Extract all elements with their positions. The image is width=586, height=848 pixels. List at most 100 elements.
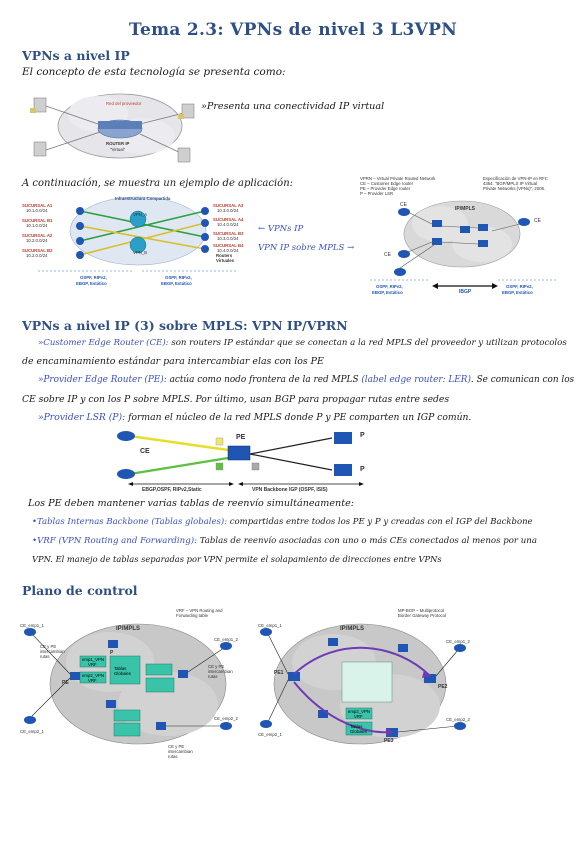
vpn-a-label: VPN_A bbox=[133, 212, 148, 217]
left-p-label: P bbox=[110, 650, 114, 656]
pe3-label: PE3 bbox=[384, 738, 394, 744]
right-ce-emp2-2: CE_emp2_2 bbox=[446, 717, 470, 722]
sucursal-right-1-net: 10.3.0.0/24 bbox=[217, 208, 239, 213]
spec-line-2: 4364: "BGP/MPLS IP Virtual bbox=[483, 181, 537, 186]
legend-line-4: P – Provider LSR bbox=[360, 191, 394, 196]
virtuales-label: Virtuales bbox=[216, 258, 235, 263]
left-intercambian-2c: rutas bbox=[208, 674, 218, 679]
intro-text: El concepto de esta tecnología se presen… bbox=[22, 66, 286, 78]
vpns-ip-label: ← VPNs IP bbox=[258, 224, 304, 234]
left-intercambian-2b: intercambian bbox=[208, 669, 233, 674]
ce-label-3: CE bbox=[534, 218, 541, 224]
vrf-term: •VRF (VPN Routing and Forwarding): bbox=[32, 536, 197, 546]
figure-control-plane-mpbgp: MP-BGP – Multiprotocol Border Gateway Pr… bbox=[258, 604, 486, 764]
sucursal-left-1: SUCURSAL A1 bbox=[22, 203, 53, 208]
proto-left-1: OSPF, RIPv2, bbox=[80, 275, 107, 280]
tablas-globales-text: compartidas entre todos los PE y P y cre… bbox=[227, 517, 533, 527]
fig3-proto-right-1: OSPF, RIPv2, bbox=[506, 284, 533, 289]
tablas-globales-term: •Tablas Internas Backbone (Tablas global… bbox=[32, 517, 228, 527]
section-heading-vpns-ip: VPNs a nivel IP bbox=[22, 48, 130, 63]
right-ce-emp1-1: CE_emp1_1 bbox=[258, 623, 282, 628]
sucursal-left-4: SUCURSAL B2 bbox=[22, 248, 53, 253]
p-description-text: forman el núcleo de la red MPLS donde P … bbox=[125, 412, 472, 423]
figure-control-plane-vrf: VRF – VPN Routing and Forwarding table I… bbox=[18, 604, 256, 764]
ce-description-line-1: »Customer Edge Router (CE): son routers … bbox=[38, 338, 567, 348]
left-intercambian-1a: CE y PE bbox=[40, 644, 57, 649]
routers-label: Routers bbox=[216, 253, 233, 258]
left-intercambian-2a: CE y PE bbox=[208, 664, 225, 669]
presenta-text: »Presenta una conectividad IP virtual bbox=[201, 101, 385, 112]
sucursal-right-2-net: 10.4.0.0/24 bbox=[217, 222, 239, 227]
page-title: Tema 2.3: VPNs de nivel 3 L3VPN bbox=[128, 20, 458, 40]
left-intercambian-1c: rutas bbox=[40, 654, 50, 659]
left-intercambian-3b: intercambian bbox=[168, 749, 193, 754]
left-vrf2-b: VRF bbox=[88, 678, 97, 683]
left-ce-emp1-2: CE_emp1_2 bbox=[214, 637, 238, 642]
right-ce-emp1-2: CE_emp1_2 bbox=[446, 639, 470, 644]
shared-infra-label: Infraestructura Compartida bbox=[115, 196, 171, 201]
pe-description-line-1: »Provider Edge Router (PE): actúa como n… bbox=[38, 375, 574, 385]
ibgp-label: IBGP bbox=[459, 289, 472, 295]
left-tablas-a: Tablas bbox=[114, 666, 127, 671]
pe1-label: PE1 bbox=[274, 670, 284, 676]
ce-label-2: CE bbox=[384, 252, 391, 258]
left-ce-emp2-2: CE_emp2_2 bbox=[214, 716, 238, 721]
ce-label-1: CE bbox=[400, 202, 407, 208]
right-tablas-a: Tablas bbox=[350, 724, 363, 729]
figure-ip-mpls-reference: VPRN – Virtual Private Routed Network CE… bbox=[360, 176, 560, 301]
right-ce-emp2-1: CE_emp2_1 bbox=[258, 732, 282, 737]
sucursal-left-3-net: 10.2.0.0/24 bbox=[26, 238, 48, 243]
p-term: »Provider LSR (P): bbox=[38, 412, 126, 423]
sucursal-left-4-net: 10.2.0.0/24 bbox=[26, 253, 48, 258]
ce-description-text: son routers IP estándar que se conectan … bbox=[168, 338, 567, 348]
left-pe-label: PE bbox=[62, 680, 69, 686]
router-label: ROUTER IP bbox=[106, 141, 130, 146]
p-description-line: »Provider LSR (P): forman el núcleo de l… bbox=[38, 412, 471, 423]
sucursal-right-4-net: 10.4.0.0/24 bbox=[217, 248, 239, 253]
legend-line-1: VPRN – Virtual Private Routed Network bbox=[360, 176, 436, 181]
pe-description-line-2: CE sobre IP y con los P sobre MPLS. Por … bbox=[22, 394, 450, 405]
router-sub-label: "Virtual" bbox=[110, 147, 126, 152]
sucursal-right-1: SUCURSAL A3 bbox=[213, 203, 244, 208]
vrf-line-2: VPN. El manejo de tablas separadas por V… bbox=[32, 554, 442, 564]
p-node-label-2: P bbox=[360, 466, 365, 473]
figure-virtual-router: Red del proveedor ROUTER IP "Virtual" bbox=[28, 84, 203, 169]
sucursal-left-2: SUCURSAL B1 bbox=[22, 218, 53, 223]
fig3-proto-right-2: EBGP, Estático bbox=[502, 290, 533, 295]
p-node-label-1: P bbox=[360, 432, 365, 439]
spec-line-1: Especificación de VPN-IP en RFC bbox=[483, 176, 548, 181]
proto-left-2: EBGP, Estático bbox=[76, 281, 107, 286]
left-tablas-b: Globales bbox=[114, 671, 131, 676]
left-intercambian-1b: intercambian bbox=[40, 649, 65, 654]
spec-line-3: Private Networks (VPNs)", 2006. bbox=[483, 186, 546, 191]
pe-node-label: PE bbox=[236, 434, 246, 441]
sucursal-left-2-net: 10.1.0.0/24 bbox=[26, 223, 48, 228]
sucursal-right-3: SUCURSAL B3 bbox=[213, 231, 244, 236]
right-cloud-label: IP/MPLS bbox=[340, 626, 365, 632]
sucursal-right-2: SUCURSAL A4 bbox=[213, 217, 244, 222]
right-vrf-a: emp2_VPN bbox=[348, 709, 370, 714]
fig3-proto-left-2: EBGP, Estático bbox=[372, 290, 403, 295]
left-ce-emp2-1: CE_emp2_1 bbox=[20, 729, 44, 734]
left-intercambian-3a: CE y PE bbox=[168, 744, 185, 749]
left-vrf1-b: VRF bbox=[88, 662, 97, 667]
pe-term: »Provider Edge Router (PE): bbox=[38, 375, 167, 385]
vrf-note-1: VRF – VPN Routing and bbox=[176, 608, 223, 613]
ce-term: »Customer Edge Router (CE): bbox=[38, 338, 169, 348]
pe-description-end: . Se comunican con los bbox=[470, 375, 575, 385]
legend-line-2: CE – Customer Edge router bbox=[360, 181, 414, 186]
vpn-ip-mpls-label: VPN IP sobre MPLS → bbox=[258, 243, 355, 253]
ce-description-line-2: de encaminamiento estándar para intercam… bbox=[22, 356, 324, 367]
left-vrf2-a: emp2_VPN bbox=[82, 673, 104, 678]
figure-shared-infrastructure: Infraestructura Compartida VPN_A VPN_B R… bbox=[20, 193, 255, 293]
vrf-text: Tablas de reenvío asociadas con uno o má… bbox=[196, 536, 537, 546]
vpn-b-label: VPN_B bbox=[133, 250, 148, 255]
proto-right-1: OSPF, RIPv2, bbox=[165, 275, 192, 280]
ce-node-label: CE bbox=[140, 448, 150, 455]
cloud-label: Red del proveedor bbox=[106, 101, 142, 106]
backbone-igp-label: VPN Backbone IGP (OSPF, ISIS) bbox=[252, 487, 328, 493]
pe-tables-text: Los PE deben mantener varias tablas de r… bbox=[28, 498, 354, 509]
vrf-note-2: Forwarding table bbox=[176, 613, 209, 618]
sucursal-right-4: SUCURSAL B4 bbox=[213, 243, 244, 248]
figure-ce-pe-p: CE PE P P EBGP,OSPF, RIPv2,Static VPN Ba… bbox=[110, 428, 380, 498]
